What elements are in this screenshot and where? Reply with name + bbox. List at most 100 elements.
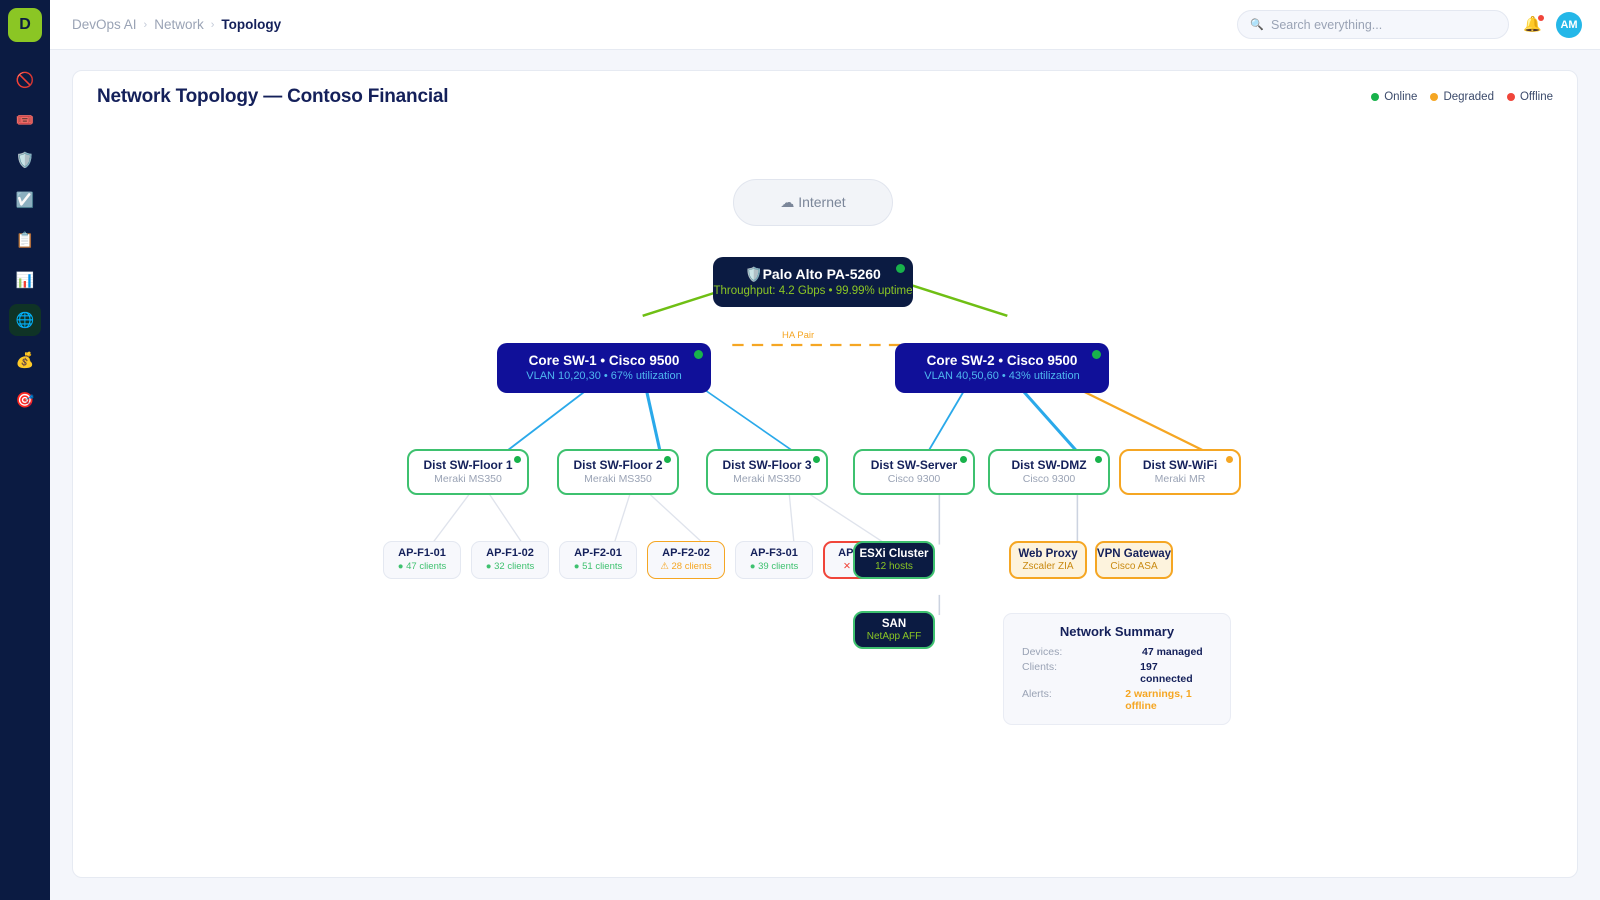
node-esxi-cluster-sub: 12 hosts [875,560,913,572]
notifications-button[interactable]: 🔔 [1523,15,1544,33]
legend-dot-online [1371,93,1380,101]
node-dist-sw-wifi-sub: Meraki MR [1154,472,1206,485]
sidebar-item-tickets[interactable]: 🎟️ [15,111,35,129]
sidebar-item-blocked[interactable]: 🚫 [15,71,35,89]
node-san-label: SAN [881,617,907,630]
node-ap-f2-02[interactable]: AP-F2-02 ⚠ 28 clients [647,541,725,579]
legend-label-degraded: Degraded [1443,91,1494,103]
node-ap-f2-01-sub: ● 51 clients [573,560,623,572]
sidebar-item-billing[interactable]: 💰 [15,351,35,369]
node-firewall-sub: Throughput: 4.2 Gbps • 99.99% uptime [713,284,913,297]
content-area: Network Topology — Contoso Financial Onl… [50,50,1600,900]
node-ap-f1-02[interactable]: AP-F1-02 ● 32 clients [471,541,549,579]
status-dot-online [813,456,820,463]
summary-row-devices: Devices: 47 managed [1022,646,1212,658]
topology-card: Network Topology — Contoso Financial Onl… [72,70,1578,878]
node-ap-f2-02-label: AP-F2-02 [662,547,710,560]
summary-key-alerts: Alerts: [1022,688,1052,700]
node-dist-sw-wifi-label: Dist SW-WiFi [1142,457,1218,472]
node-esxi-cluster[interactable]: ESXi Cluster 12 hosts [853,541,935,579]
legend-item-degraded: Degraded [1430,91,1494,103]
summary-value-devices: 47 managed [1142,646,1203,658]
status-legend: Online Degraded Offline [1371,91,1553,103]
search-icon: 🔍 [1250,19,1265,31]
node-dist-sw-floor-3-sub: Meraki MS350 [733,472,801,485]
legend-dot-offline [1506,93,1515,101]
node-internet[interactable]: ☁ Internet [733,179,893,226]
node-dist-sw-floor-2[interactable]: Dist SW-Floor 2 Meraki MS350 [557,449,679,495]
breadcrumb: DevOps AI › Network › Topology [72,17,281,32]
sidebar-item-analytics[interactable]: 📊 [15,271,35,289]
node-ap-f2-01[interactable]: AP-F2-01 ● 51 clients [559,541,637,579]
sidebar-item-goals[interactable]: 🎯 [15,391,35,409]
legend-label-offline: Offline [1519,91,1553,103]
node-web-proxy-label: Web Proxy [1018,547,1078,560]
node-dist-sw-server-label: Dist SW-Server [870,457,958,472]
node-ap-f3-01-sub: ● 39 clients [749,560,799,572]
node-ap-f1-01[interactable]: AP-F1-01 ● 47 clients [383,541,461,579]
search-input[interactable]: 🔍 Search everything... [1237,10,1510,39]
breadcrumb-separator: › [143,18,148,31]
node-dist-sw-floor-1-sub: Meraki MS350 [434,472,502,485]
node-san-sub: NetApp AFF [866,630,922,642]
notification-badge [1538,15,1544,21]
node-dist-sw-floor-2-label: Dist SW-Floor 2 [573,457,663,472]
breadcrumb-item-topology: Topology [221,17,282,32]
status-dot-online [896,264,905,273]
avatar[interactable]: AM [1556,11,1582,38]
node-dist-sw-floor-1-label: Dist SW-Floor 1 [423,457,513,472]
legend-item-offline: Offline [1506,91,1553,103]
node-core-sw-1-sub: VLAN 10,20,30 • 67% utilization [526,369,682,382]
status-dot-degraded [1226,456,1233,463]
node-core-sw-1[interactable]: Core SW-1 • Cisco 9500 VLAN 10,20,30 • 6… [497,343,711,393]
node-dist-sw-server[interactable]: Dist SW-Server Cisco 9300 [853,449,975,495]
legend-dot-degraded [1430,93,1439,101]
node-web-proxy-sub: Zscaler ZIA [1022,560,1074,572]
node-vpn-gateway-sub: Cisco ASA [1110,560,1158,572]
summary-key-clients: Clients: [1022,661,1058,673]
summary-value-clients: 197 connected [1140,661,1193,685]
node-ap-f2-01-label: AP-F2-01 [574,547,622,560]
node-dist-sw-floor-2-sub: Meraki MS350 [584,472,652,485]
node-firewall-label: 🛡️Palo Alto PA-5260 [745,266,881,283]
node-san[interactable]: SAN NetApp AFF [853,611,935,649]
node-vpn-gateway-label: VPN Gateway [1096,547,1172,560]
node-core-sw-2[interactable]: Core SW-2 • Cisco 9500 VLAN 40,50,60 • 4… [895,343,1109,393]
node-esxi-cluster-label: ESXi Cluster [859,547,929,560]
sidebar-item-tasks[interactable]: ☑️ [15,191,35,209]
app-logo[interactable]: D [8,8,42,42]
node-dist-sw-dmz-sub: Cisco 9300 [1022,472,1076,485]
summary-row-alerts: Alerts: 2 warnings, 1 offline [1022,688,1212,712]
sidebar: D 🚫 🎟️ 🛡️ ☑️ 📋 📊 🌐 💰 🎯 [0,0,50,900]
node-ap-f1-02-sub: ● 32 clients [485,560,535,572]
node-ap-f3-01[interactable]: AP-F3-01 ● 39 clients [735,541,813,579]
node-dist-sw-dmz-label: Dist SW-DMZ [1011,457,1087,472]
sidebar-item-network[interactable]: 🌐 [9,304,41,336]
node-dist-sw-dmz[interactable]: Dist SW-DMZ Cisco 9300 [988,449,1110,495]
node-ap-f1-02-label: AP-F1-02 [486,547,534,560]
node-dist-sw-wifi[interactable]: Dist SW-WiFi Meraki MR [1119,449,1241,495]
sidebar-item-security[interactable]: 🛡️ [15,151,35,169]
status-dot-online [960,456,967,463]
breadcrumb-item-network[interactable]: Network [154,17,204,32]
node-vpn-gateway[interactable]: VPN Gateway Cisco ASA [1095,541,1173,579]
node-ap-f1-01-label: AP-F1-01 [398,547,446,560]
summary-key-devices: Devices: [1022,646,1063,658]
sidebar-item-clipboard[interactable]: 📋 [15,231,35,249]
status-dot-online [664,456,671,463]
node-firewall[interactable]: 🛡️Palo Alto PA-5260 Throughput: 4.2 Gbps… [713,257,913,307]
status-dot-online [1092,350,1101,359]
topbar-actions: 🔍 Search everything... 🔔 AM [1237,10,1582,39]
main-column: DevOps AI › Network › Topology 🔍 Search … [50,0,1600,900]
bell-icon: 🔔 [1523,16,1542,33]
status-dot-online [694,350,703,359]
search-placeholder: Search everything... [1271,17,1383,32]
node-ap-f2-02-sub: ⚠ 28 clients [660,560,712,572]
legend-label-online: Online [1384,91,1418,103]
node-dist-sw-floor-1[interactable]: Dist SW-Floor 1 Meraki MS350 [407,449,529,495]
breadcrumb-item-org[interactable]: DevOps AI [72,17,137,32]
node-web-proxy[interactable]: Web Proxy Zscaler ZIA [1009,541,1087,579]
node-ap-f1-01-sub: ● 47 clients [397,560,447,572]
node-dist-sw-floor-3[interactable]: Dist SW-Floor 3 Meraki MS350 [706,449,828,495]
node-ap-f3-01-label: AP-F3-01 [750,547,798,560]
